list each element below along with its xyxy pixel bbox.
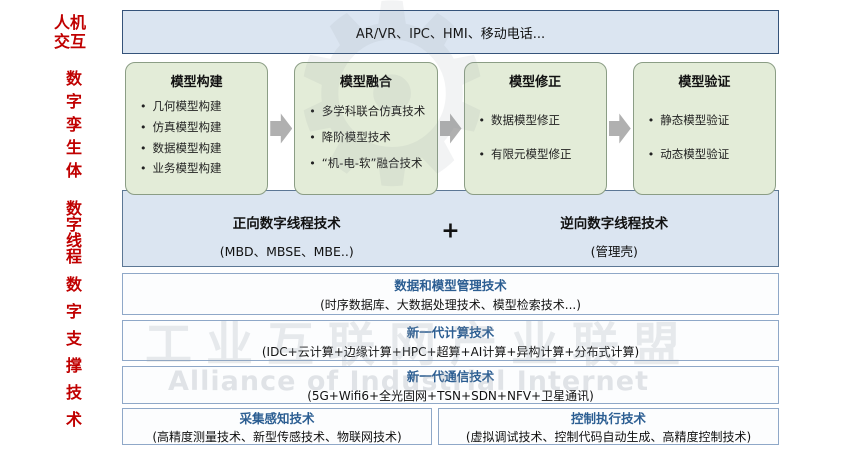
digital-thread-box: 正向数字线程技术 (MBD、MBSE、MBE..) + 逆向数字线程技术 (管理… [122,190,779,267]
support-bar-sub: (IDC+云计算+边缘计算+HPC+超算+AI计算+异构计算+分布式计算) [261,344,640,359]
model-box-verification: 模型验证 静态模型验证 动态模型验证 [632,62,776,195]
model-box-item: 业务模型构建 [140,162,261,176]
support-bar-computing: 新一代计算技术 (IDC+云计算+边缘计算+HPC+超算+AI计算+异构计算+分… [122,320,779,361]
hmi-devices-bar: AR/VR、IPC、HMI、移动电话... [122,10,779,54]
model-box-items: 静态模型验证 动态模型验证 [640,90,769,186]
control-tech-title: 控制执行技术 [570,411,646,426]
model-box-items: 数据模型修正 有限元模型修正 [471,90,600,186]
sensing-tech-title: 采集感知技术 [239,411,315,426]
model-box-item: 仿真模型构建 [140,120,261,135]
support-bar-communication: 新一代通信技术 (5G+Wifi6+全光固网+TSN+SDN+NFV+卫星通讯) [122,366,779,404]
model-box-item: 静态模型验证 [648,113,769,128]
model-box-item: 多学科联合仿真技术 [309,105,430,119]
support-bar-title: 数据和模型管理技术 [394,278,507,293]
model-box-item: 数据模型构建 [140,141,261,156]
model-box-item: 降阶模型技术 [309,131,430,145]
rail-label-digital-twin: 数字孪生体 [63,70,82,185]
forward-thread-section: 正向数字线程技术 (MBD、MBSE、MBE..) [123,191,451,266]
control-tech-sub: (虚拟调试技术、控制代码自动生成、高精度控制技术) [465,430,752,444]
right-arrow-icon [608,113,631,144]
forward-thread-title: 正向数字线程技术 [232,215,341,232]
model-box-item: “机-电-软”融合技术 [309,157,430,171]
reverse-thread-title: 逆向数字线程技术 [560,215,669,232]
model-box-construction: 模型构建 几何模型构建 仿真模型构建 数据模型构建 业务模型构建 [125,62,269,195]
diagram-main-area: AR/VR、IPC、HMI、移动电话... 模型构建 几何模型构建 仿真模型构建… [122,0,779,463]
control-tech-box: 控制执行技术 (虚拟调试技术、控制代码自动生成、高精度控制技术) [438,408,779,445]
support-bar-sub: (5G+Wifi6+全光固网+TSN+SDN+NFV+卫星通讯) [307,389,594,403]
support-bar-data-model-management: 数据和模型管理技术 (时序数据库、大数据处理技术、模型检索技术...) [122,273,779,315]
plus-icon: + [441,218,460,243]
model-box-title: 模型修正 [509,75,562,90]
right-arrow-icon [270,113,293,144]
model-box-title: 模型验证 [678,75,731,90]
model-pipeline-row: 模型构建 几何模型构建 仿真模型构建 数据模型构建 业务模型构建 模型融合 多学… [125,62,776,195]
forward-thread-sub: (MBD、MBSE、MBE..) [219,243,354,259]
model-box-item: 有限元模型修正 [479,148,600,162]
bottom-row: 采集感知技术 (高精度测量技术、新型传感技术、物联网技术) 控制执行技术 (虚拟… [122,408,779,445]
model-box-item: 动态模型验证 [648,148,769,162]
right-arrow-icon [439,113,462,144]
rail-label-digital-thread: 数字线程 [63,200,82,264]
support-bar-sub: (时序数据库、大数据处理技术、模型检索技术...) [320,298,581,312]
support-bar-title: 新一代通信技术 [406,369,495,384]
sensing-tech-box: 采集感知技术 (高精度测量技术、新型传感技术、物联网技术) [122,408,432,445]
model-box-item: 几何模型构建 [140,100,261,114]
sensing-tech-sub: (高精度测量技术、新型传感技术、物联网技术) [152,430,402,444]
reverse-thread-sub: (管理壳) [590,243,638,259]
model-box-items: 几何模型构建 仿真模型构建 数据模型构建 业务模型构建 [132,90,261,186]
model-box-fusion: 模型融合 多学科联合仿真技术 降阶模型技术 “机-电-软”融合技术 [294,62,438,195]
support-bar-title: 新一代计算技术 [406,324,495,340]
model-box-item: 数据模型修正 [479,113,600,128]
model-box-title: 模型融合 [339,75,392,90]
reverse-thread-section: 逆向数字线程技术 (管理壳) [451,191,779,266]
hmi-devices-label: AR/VR、IPC、HMI、移动电话... [355,26,546,42]
model-box-items: 多学科联合仿真技术 降阶模型技术 “机-电-软”融合技术 [301,90,430,186]
model-box-title: 模型构建 [170,75,223,90]
rail-label-human-machine-interaction: 人机交互 [53,13,86,51]
rail-label-digital-support-tech: 数字支撑技术 [63,276,82,438]
model-box-correction: 模型修正 数据模型修正 有限元模型修正 [463,62,607,195]
